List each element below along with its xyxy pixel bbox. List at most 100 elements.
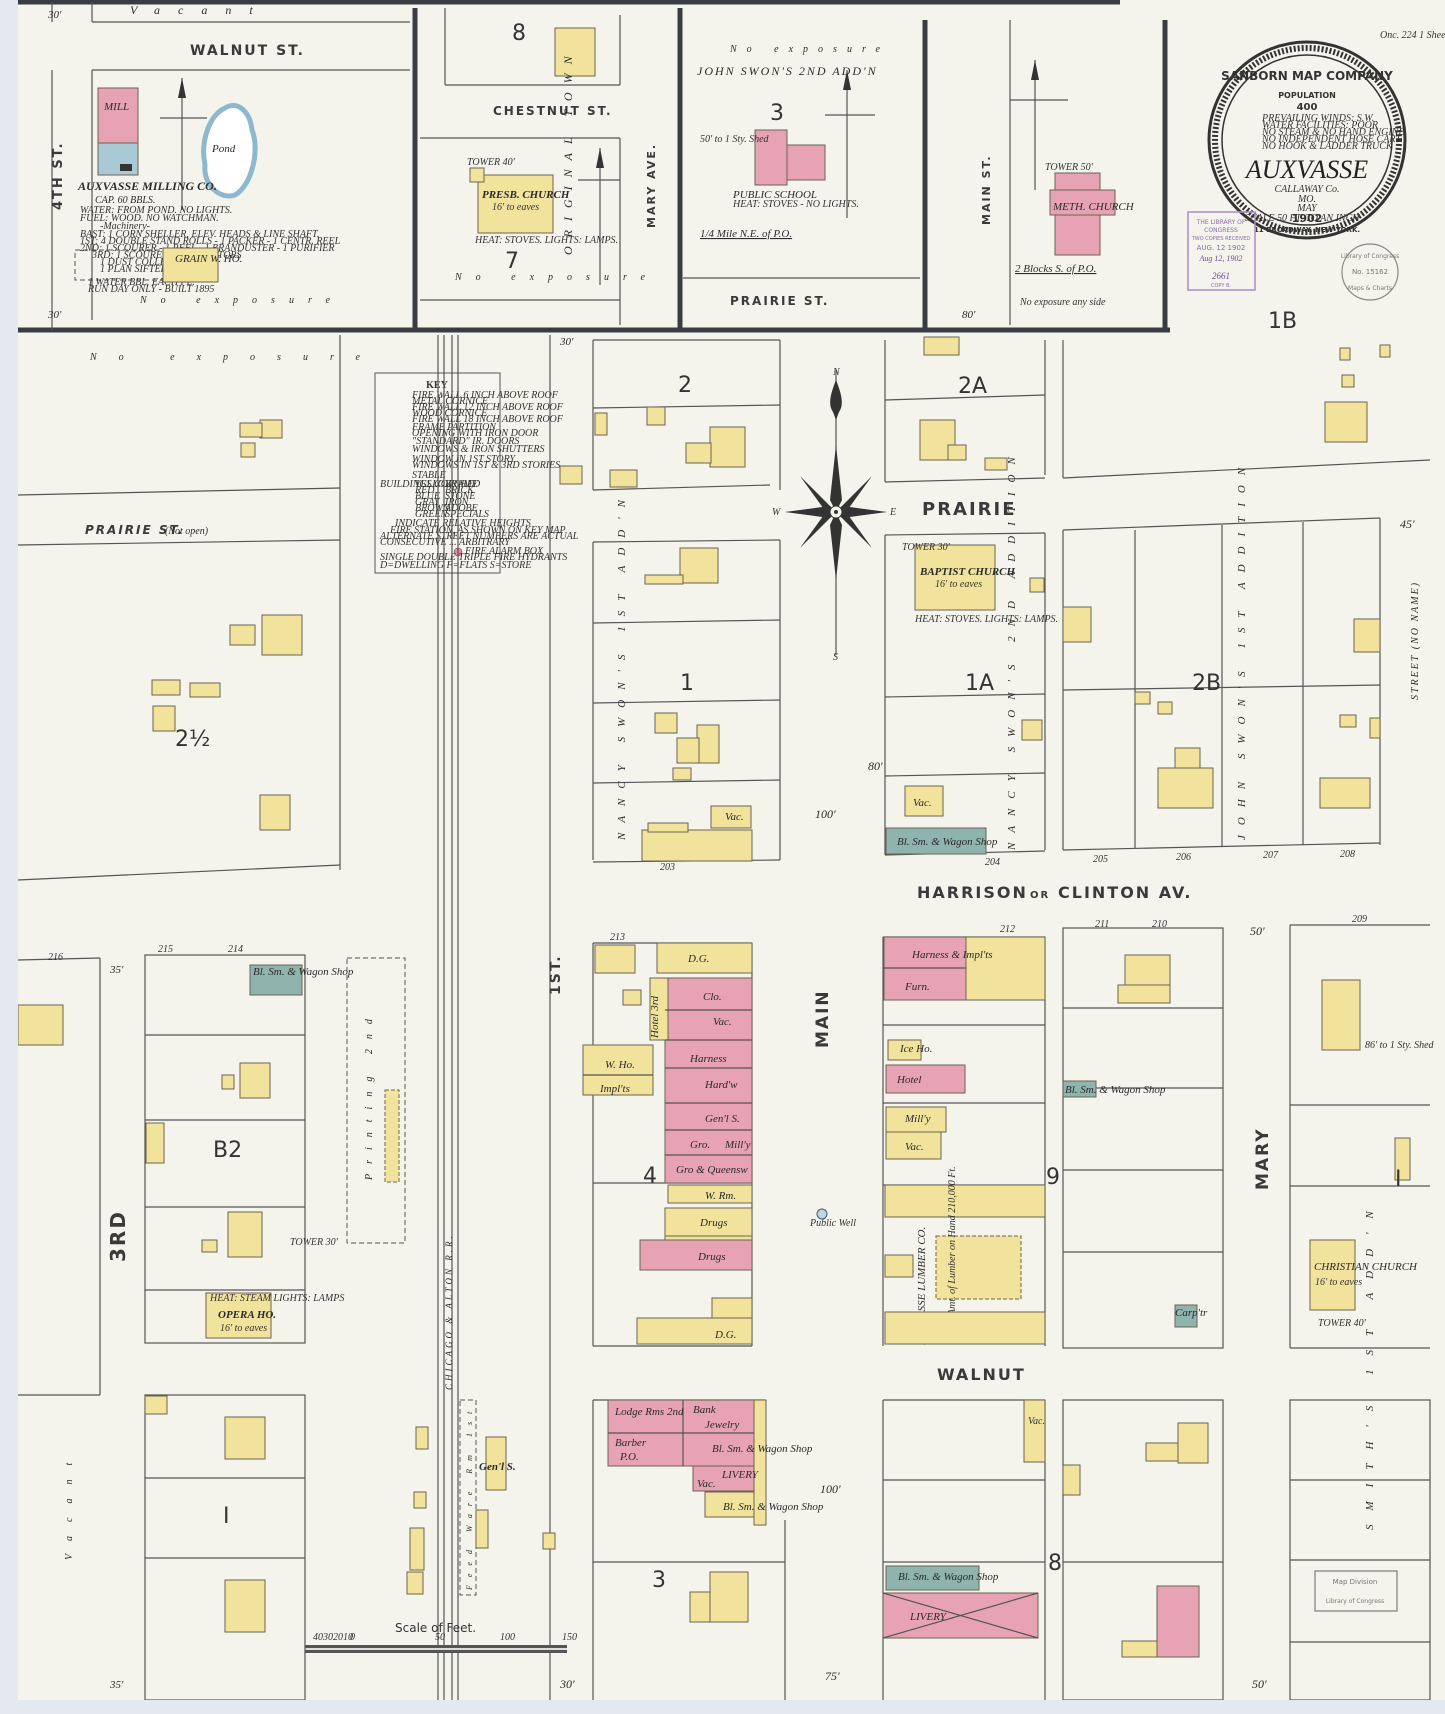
svg-text:Maps & Charts: Maps & Charts [1348, 285, 1392, 292]
street-walnut: WALNUT [937, 1365, 1026, 1384]
blacksmith-wagon-shop-8 [885, 1565, 980, 1591]
svg-text:CAP. 60 BBLS.: CAP. 60 BBLS. [95, 195, 155, 206]
svg-text:CALLAWAY Co.: CALLAWAY Co. [1274, 184, 1339, 195]
svg-text:Feed Ware Rm 1st: Feed Ware Rm 1st [465, 1404, 474, 1591]
svg-text:ADOBE: ADOBE [444, 503, 478, 514]
svg-text:HEAT: STOVES - NO LIGHTS.: HEAT: STOVES - NO LIGHTS. [732, 199, 859, 210]
svg-text:WATER FACILITIES: POOR: WATER FACILITIES: POOR [1262, 120, 1378, 131]
svg-text:Bl. Sm. & Wagon Shop: Bl. Sm. & Wagon Shop [897, 836, 998, 848]
block-8-lower: Vac. Bl. Sm. & Wagon Shop LIVERY 8 [882, 1399, 1062, 1700]
svg-text:Vac.: Vac. [1028, 1416, 1045, 1427]
svg-text:Mill'y: Mill'y [904, 1113, 931, 1125]
svg-text:Impl'ts: Impl'ts [599, 1083, 630, 1095]
town-name: AUXVASSE [1244, 155, 1368, 184]
block-mary-west: Bl. Sm. & Wagon Shop Carp'tr [1062, 927, 1224, 1349]
svg-text:Vac.: Vac. [697, 1478, 716, 1490]
svg-text:206: 206 [1176, 852, 1191, 863]
stock-yard [346, 957, 406, 1244]
sanborn-title-seal: SANBORN MAP COMPANY POPULATION 400 PREVA… [1207, 30, 1445, 240]
svg-text:1 WATER BBL. EACH FL.: 1 WATER BBL. EACH FL. [88, 277, 195, 288]
map-division-stamp: Map Division Library of Congress [1314, 1570, 1398, 1612]
block-2-half: No exposure PRAIRIE ST. (Not open) 2½ [18, 335, 382, 881]
svg-text:212: 212 [1000, 924, 1015, 935]
inset-presbyterian-church: 8 CHESTNUT ST. PRESB. CHURCH 16' to eave… [420, 8, 658, 325]
svg-text:SPECIALS: SPECIALS [445, 509, 489, 520]
svg-text:1/4 Mile N.E. of P.O.: 1/4 Mile N.E. of P.O. [700, 228, 792, 240]
svg-text:IRON: IRON [444, 497, 470, 508]
svg-text:WOOD CORNICE: WOOD CORNICE [412, 408, 487, 419]
svg-text:86' to 1 Sty. Shed: 86' to 1 Sty. Shed [1365, 1040, 1435, 1051]
svg-text:POPULATION: POPULATION [1278, 91, 1336, 100]
svg-text:GRAY: GRAY [415, 497, 441, 508]
svg-text:Library of Congress: Library of Congress [1326, 1598, 1384, 1605]
svg-text:75': 75' [825, 1669, 840, 1683]
svg-text:1A: 1A [965, 671, 994, 696]
svg-text:No exposure: No exposure [89, 352, 382, 363]
svg-text:Lodge Rms 2nd: Lodge Rms 2nd [614, 1406, 684, 1418]
svg-text:4: 4 [643, 1164, 657, 1189]
svg-text:BAPTIST CHURCH: BAPTIST CHURCH [919, 566, 1015, 578]
svg-text:Jewelry: Jewelry [705, 1419, 739, 1431]
street-no-name: STREET (NO NAME) [1410, 581, 1421, 700]
svg-text:No exposure any side: No exposure any side [1019, 297, 1106, 308]
block-4-business: D.G. Clo. Vac. Harness Hard'w Gen'l S. G… [582, 942, 753, 1347]
svg-text:TOWER 40': TOWER 40' [467, 157, 516, 168]
block-1b-and-2b: 2B JOHN SWON'S 1ST ADDITION STREET (NO N… [1062, 340, 1431, 851]
svg-text:Bl. Sm. & Wagon Shop: Bl. Sm. & Wagon Shop [898, 1571, 999, 1583]
svg-text:D=DWELLING F=FLATS S=STORE: D=DWELLING F=FLATS S=STORE [379, 560, 531, 571]
svg-text:TOWER 40': TOWER 40' [1318, 1318, 1367, 1329]
svg-text:TOWER 30': TOWER 30' [290, 1237, 339, 1248]
street-mary-ave: MARY AVE. [645, 143, 658, 228]
block-3-lower: Lodge Rms 2nd Bank Jewelry Barber P.O. B… [592, 1399, 824, 1700]
svg-text:7: 7 [505, 249, 519, 274]
street-clinton: CLINTON AV. [1058, 883, 1192, 902]
svg-text:"STANDARD" IR. DOORS: "STANDARD" IR. DOORS [412, 436, 519, 447]
original-town-label: ORIGINAL TOWN [561, 47, 575, 255]
scale-of-feet: Scale of Feet. 40 30 20 10 0 50 100 150 [305, 1621, 577, 1653]
svg-text:NANCY SWON'S 1ST ADD'N: NANCY SWON'S 1ST ADD'N [616, 490, 628, 841]
svg-text:KEY: KEY [426, 380, 448, 391]
svg-text:2661: 2661 [1212, 271, 1230, 281]
svg-text:16' to eaves: 16' to eaves [935, 579, 982, 590]
svg-text:MAY: MAY [1296, 203, 1318, 214]
map-canvas: WALNUT ST. 4TH ST. Vacant MILL Pond AUXV… [18, 0, 1445, 1700]
svg-text:SMITH'S 1ST ADD'N: SMITH'S 1ST ADD'N [1364, 1197, 1376, 1530]
svg-text:OPERA HO.: OPERA HO. [218, 1309, 276, 1321]
svg-text:Bl. Sm. & Wagon Shop: Bl. Sm. & Wagon Shop [723, 1501, 824, 1513]
svg-text:Vac.: Vac. [713, 1016, 732, 1028]
block-9: Harness & Impl'ts Furn. Ice Ho. Hotel Mi… [882, 936, 1060, 1346]
svg-text:Harness: Harness [689, 1053, 727, 1065]
svg-text:No exposure: No exposure [139, 295, 344, 306]
svg-text:W. Ho.: W. Ho. [605, 1059, 635, 1071]
street-prairie-top: PRAIRIE ST. [730, 294, 829, 308]
street-third: 3RD [106, 1210, 130, 1262]
svg-text:CHRISTIAN CHURCH: CHRISTIAN CHURCH [1314, 1261, 1418, 1273]
svg-text:MO.: MO. [1297, 194, 1316, 205]
svg-text:400: 400 [1297, 102, 1318, 113]
svg-text:Gro & Queensw: Gro & Queensw [676, 1164, 748, 1176]
svg-text:SANBORN MAP COMPANY: SANBORN MAP COMPANY [1221, 69, 1393, 83]
public-well[interactable]: Public Well [809, 1208, 856, 1229]
block-2-and-1: 2 1 Vac. NANCY SWON'S 1ST ADD'N [559, 339, 781, 863]
svg-text:216: 216 [48, 952, 63, 963]
svg-text:COPY B.: COPY B. [1211, 283, 1231, 289]
svg-text:LIVERY: LIVERY [721, 1469, 760, 1481]
svg-text:NO HOOK & LADDER TRUCK: NO HOOK & LADDER TRUCK [1261, 141, 1394, 152]
svg-text:50': 50' [1250, 924, 1265, 938]
svg-text:Drugs: Drugs [699, 1217, 728, 1229]
sanborn-map-sheet: WALNUT ST. 4TH ST. Vacant MILL Pond AUXV… [18, 0, 1445, 1700]
compass-rose: N S E W [772, 367, 896, 663]
svg-text:Map Division: Map Division [1333, 1578, 1378, 1586]
svg-text:FIRE ALARM BOX: FIRE ALARM BOX [464, 546, 544, 557]
svg-text:Hard'w: Hard'w [704, 1079, 738, 1091]
svg-text:Harness & Impl'ts: Harness & Impl'ts [911, 949, 993, 961]
svg-text:1902: 1902 [1292, 212, 1323, 225]
svg-text:WINDOWS & IRON SHUTTERS: WINDOWS & IRON SHUTTERS [412, 444, 545, 455]
copyright-stamp: THE LIBRARY OF CONGRESS TWO COPIES RECEI… [1187, 211, 1256, 291]
lumber-yard-shed [935, 1235, 1022, 1300]
street-chestnut: CHESTNUT ST. [493, 104, 613, 118]
svg-text:30': 30' [559, 336, 574, 348]
svg-text:Furn.: Furn. [904, 981, 930, 993]
svg-text:213: 213 [610, 932, 625, 943]
opera-house [205, 1292, 272, 1339]
